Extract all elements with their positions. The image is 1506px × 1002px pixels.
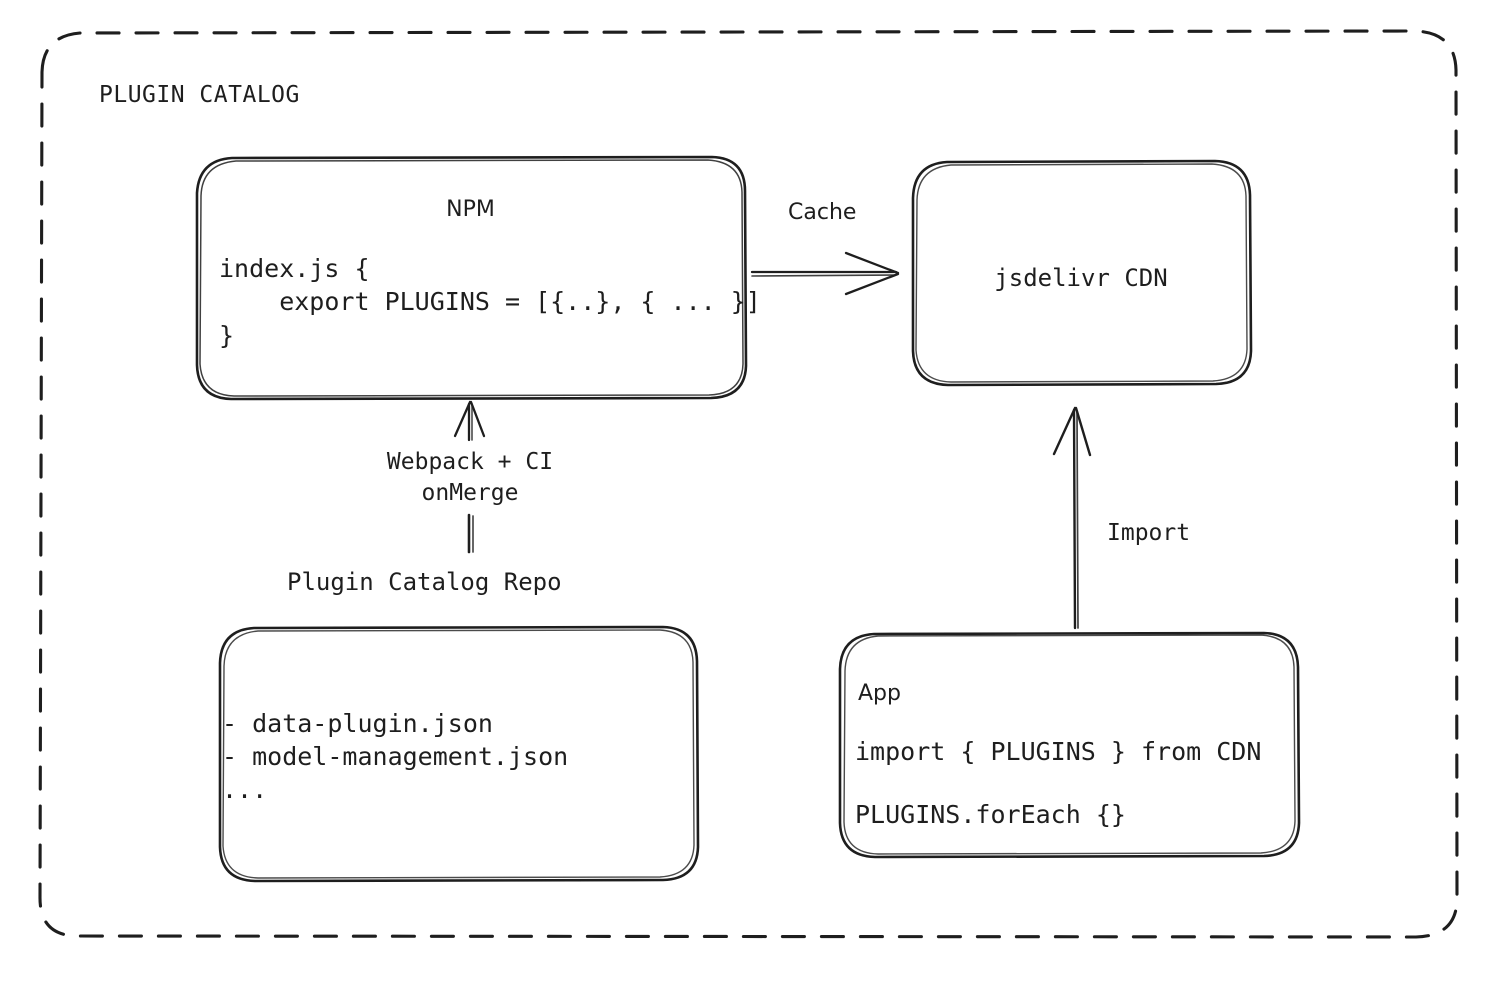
import-edge-label: Import xyxy=(1107,520,1191,546)
import-arrow xyxy=(1052,406,1092,630)
app-node-foreach-line: PLUGINS.forEach {} xyxy=(855,800,1126,829)
webpack-ci-edge-label: Webpack + CI onMerge xyxy=(386,449,554,506)
cdn-node-title: jsdelivr CDN xyxy=(994,264,1168,292)
repo-node-caption: Plugin Catalog Repo xyxy=(287,568,562,596)
cache-edge-label: Cache xyxy=(788,200,857,225)
repo-node-file-list: - data-plugin.json - model-management.js… xyxy=(222,709,569,804)
npm-node-title: NPM xyxy=(446,197,495,222)
page-title: PLUGIN CATALOG xyxy=(99,82,300,108)
cache-arrow xyxy=(750,251,900,296)
npm-node-code: index.js { export PLUGINS = [{..}, { ...… xyxy=(219,254,761,350)
app-node-title: App xyxy=(858,681,901,706)
app-node-import-line: import { PLUGINS } from CDN xyxy=(855,737,1262,766)
